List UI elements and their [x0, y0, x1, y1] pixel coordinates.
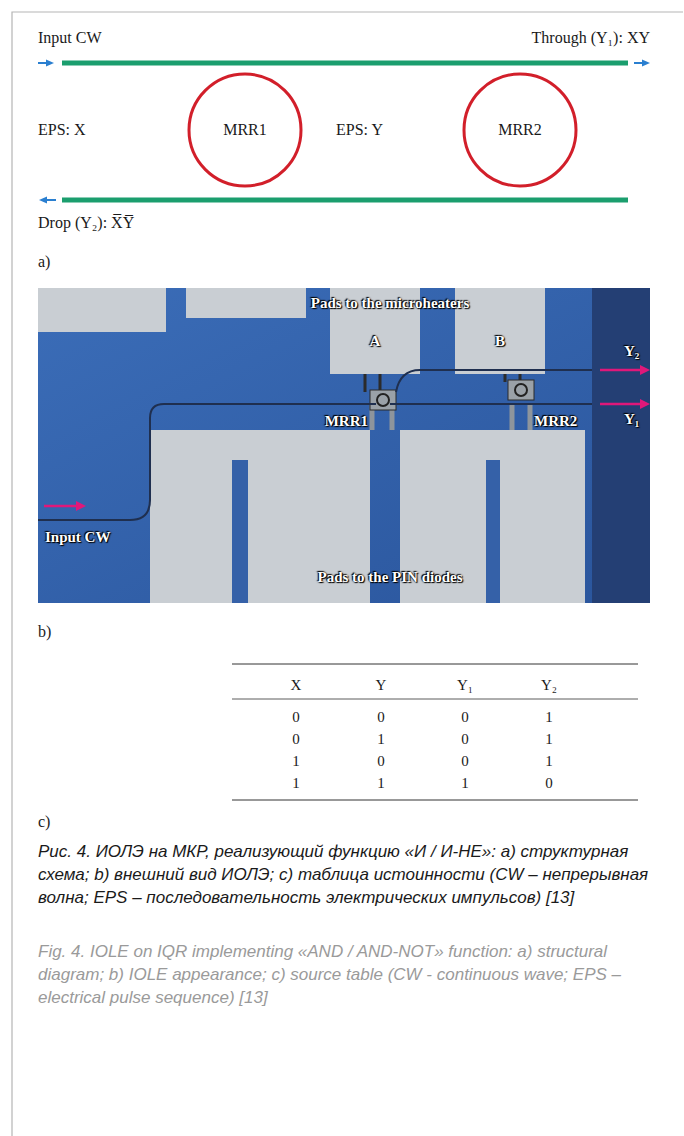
table-cell: 0 — [545, 774, 553, 792]
photo-label: Y₁ — [624, 410, 639, 428]
table-cell: 1 — [461, 774, 469, 792]
table-cell: 1 — [377, 730, 385, 748]
ring-label: MRR1 — [223, 120, 267, 139]
drop-arrowhead — [39, 197, 47, 204]
ring-device — [370, 390, 396, 410]
figure-caption: Рис. 4. ИОЛЭ на МКР, реализующий функцию… — [38, 840, 650, 909]
table-cell: 0 — [461, 708, 469, 726]
table-cell: 1 — [292, 752, 300, 770]
panel-letter: b) — [38, 622, 51, 641]
ring-outline — [189, 74, 301, 186]
pad — [38, 288, 166, 332]
pad — [186, 288, 306, 318]
ring-outline — [464, 74, 576, 186]
table-cell: 1 — [377, 774, 385, 792]
table-rule — [232, 664, 638, 665]
output-arrow — [600, 403, 640, 406]
photo-label: A — [370, 332, 381, 350]
table-cell: 0 — [461, 730, 469, 748]
ring-resonator: MRR1 — [187, 72, 303, 188]
port-label: Through (Y₁): XY — [532, 28, 650, 47]
photo-label: Pads to the microheaters — [311, 294, 469, 312]
drop-waveguide — [396, 370, 592, 392]
table-cell: 0 — [292, 708, 300, 726]
table-cell: 1 — [545, 730, 553, 748]
table-cell: 1 — [292, 774, 300, 792]
truth-table-rules — [232, 664, 638, 800]
input-arrowhead — [46, 60, 54, 67]
ring-resonator: MRR2 — [462, 72, 578, 188]
port-label: Drop (Y₂): X̅Y̅ — [38, 213, 134, 232]
through-arrowhead — [642, 60, 650, 67]
bus-waveguide — [62, 61, 628, 66]
photo-label: B — [495, 332, 505, 350]
english-caption: Fig. 4. IOLE on IQR implementing «AND / … — [38, 940, 650, 1009]
photo-label: Pads to the PIN diodes — [317, 568, 462, 586]
signal-label: EPS: X — [38, 120, 86, 139]
through-waveguide — [390, 403, 592, 405]
photo-label: Y₂ — [624, 342, 639, 360]
output-arrowhead — [640, 365, 650, 375]
table-cell: 1 — [545, 752, 553, 770]
schematic — [38, 60, 650, 204]
table-cell: 0 — [292, 730, 300, 748]
table-cell: 0 — [377, 752, 385, 770]
pad-gap — [486, 460, 500, 603]
table-rule — [232, 699, 638, 700]
table-header: Y₂ — [541, 676, 557, 694]
table-header: Y₁ — [457, 676, 473, 694]
output-arrowhead — [640, 399, 650, 409]
drop-waveguide — [62, 198, 628, 203]
photo-label: MRR1 — [325, 412, 368, 430]
pad-gap — [232, 460, 248, 603]
ring — [515, 384, 527, 396]
input-waveguide — [38, 404, 376, 520]
port-label: Input CW — [38, 28, 102, 47]
photo-label: Input CW — [45, 528, 110, 546]
signal-label: EPS: Y — [336, 120, 383, 139]
output-arrow — [600, 369, 640, 372]
figure-frame — [12, 12, 683, 1136]
photo-ground — [38, 288, 650, 603]
panel-letter: c) — [38, 812, 50, 831]
table-cell: 0 — [377, 708, 385, 726]
drop-arrow — [46, 199, 56, 201]
table-rule — [232, 800, 638, 801]
heater-wire — [365, 374, 520, 392]
table-header: Y — [376, 676, 387, 694]
input-arrowhead — [76, 501, 86, 511]
ring-label: MRR2 — [498, 120, 542, 139]
chip-photo — [38, 288, 650, 603]
panel-letter: a) — [38, 252, 50, 271]
photo-label: MRR2 — [534, 412, 577, 430]
photo-panel — [592, 288, 650, 603]
table-header: X — [291, 676, 302, 694]
table-cell: 0 — [461, 752, 469, 770]
ring — [377, 394, 389, 406]
table-cell: 1 — [545, 708, 553, 726]
ring-device — [508, 380, 534, 400]
input-arrow — [44, 505, 76, 508]
